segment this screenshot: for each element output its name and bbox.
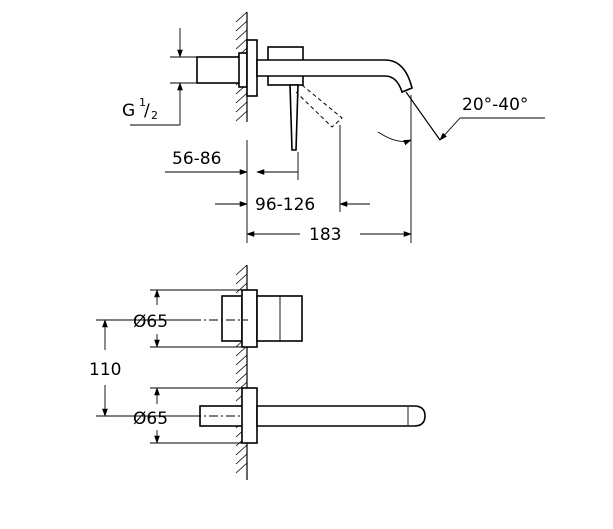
hatch-line	[235, 354, 248, 366]
hatch-line	[235, 381, 248, 393]
hatch-line	[235, 20, 248, 32]
thread-numerator: 1	[139, 96, 146, 109]
spout-top	[256, 405, 426, 427]
angle-arc	[377, 131, 412, 146]
spout-length-label: 183	[309, 225, 341, 245]
hatch-line	[235, 453, 248, 465]
spout-diameter-label: Ø65	[133, 409, 168, 429]
rough-in-body	[196, 56, 244, 84]
cover-plate	[246, 39, 258, 97]
angle-range-label: 20°-40°	[462, 95, 528, 115]
handle-diameter-label: Ø65	[133, 312, 168, 332]
thread-slash: /	[144, 101, 150, 121]
handle-range-label: 96-126	[255, 195, 315, 215]
handle-knob	[256, 295, 303, 342]
spout	[256, 59, 413, 94]
hatch-line	[235, 264, 248, 276]
side-view: G 1 / 2 56-86 96-126 183 20°-40°	[122, 11, 545, 245]
thread-letter: G	[122, 101, 135, 121]
hatch-line	[235, 29, 248, 41]
hatch-line	[235, 92, 248, 104]
hatch-line	[235, 363, 248, 375]
rough-in-flange	[238, 52, 248, 88]
thread-size-label: G 1 / 2	[122, 96, 158, 122]
lever-rotated-outline	[295, 84, 343, 128]
water-stream-line	[405, 91, 441, 141]
depth-range-label: 56-86	[172, 149, 221, 169]
spout-cover-plate	[241, 387, 258, 444]
thread-denominator: 2	[151, 109, 158, 122]
spacing-label: 110	[89, 360, 121, 380]
hatch-line	[235, 101, 248, 113]
hatch-line	[235, 462, 248, 474]
hatch-line	[235, 372, 248, 384]
hatch-line	[235, 38, 248, 50]
hatch-line	[235, 444, 248, 456]
hatch-line	[235, 273, 248, 285]
hatch-line	[235, 282, 248, 294]
lever-handle	[289, 84, 299, 151]
front-view: Ø65 Ø65 110	[89, 264, 426, 480]
hatch-line	[235, 110, 248, 122]
hatch-line	[235, 11, 248, 23]
handle-cover-plate	[241, 289, 258, 348]
handle-rough-in	[221, 295, 243, 342]
